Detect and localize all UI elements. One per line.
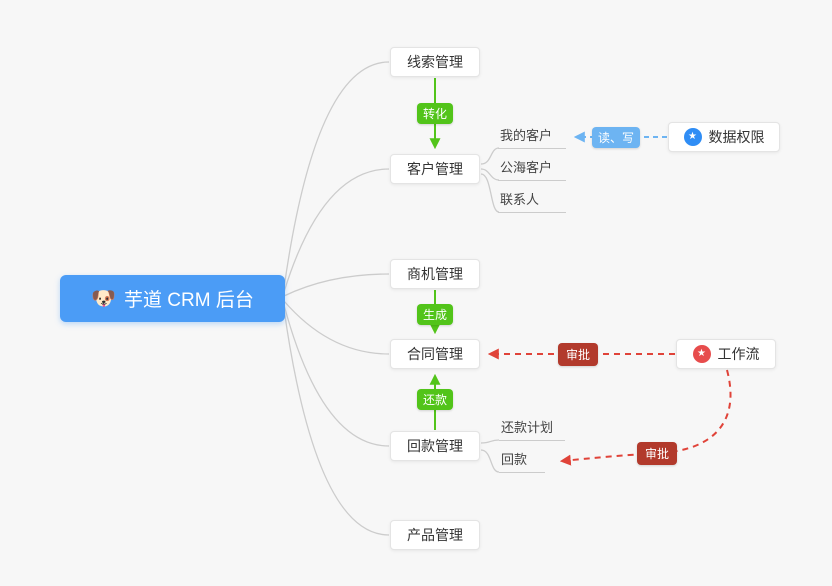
node-contract-management[interactable]: 合同管理 — [390, 339, 480, 369]
node-label: 数据权限 — [708, 129, 765, 145]
root-label: 芋道 CRM 后台 — [124, 290, 254, 311]
node-label: 商机管理 — [407, 266, 463, 282]
node-label: 合同管理 — [407, 346, 463, 362]
leaf-payment[interactable]: 回款 — [499, 451, 545, 473]
badge-repay: 还款 — [417, 389, 453, 410]
star-icon: ★ — [683, 128, 702, 146]
node-workflow[interactable]: ★ 工作流 — [676, 339, 776, 369]
node-label: 产品管理 — [407, 527, 463, 543]
node-label: 回款管理 — [407, 438, 463, 454]
leaf-public-pool-customers[interactable]: 公海客户 — [498, 159, 566, 181]
leaf-my-customers[interactable]: 我的客户 — [498, 127, 566, 149]
node-receivable-management[interactable]: 回款管理 — [390, 431, 480, 461]
badge-approve-contract: 审批 — [558, 343, 598, 366]
node-customer-management[interactable]: 客户管理 — [390, 154, 480, 184]
badge-generate: 生成 — [417, 304, 453, 325]
leaf-contacts[interactable]: 联系人 — [498, 191, 566, 213]
node-label: 工作流 — [717, 346, 760, 362]
star-icon: ★ — [692, 345, 711, 363]
node-product-management[interactable]: 产品管理 — [390, 520, 480, 550]
leaf-repayment-plan[interactable]: 还款计划 — [499, 419, 565, 441]
node-data-permission[interactable]: ★ 数据权限 — [668, 122, 780, 152]
root-node-crm-backend[interactable]: 🐶 芋道 CRM 后台 — [60, 275, 285, 322]
dog-emoji-icon: 🐶 — [91, 287, 117, 310]
badge-read-write: 读、写 — [592, 127, 640, 148]
node-lead-management[interactable]: 线索管理 — [390, 47, 480, 77]
node-label: 客户管理 — [407, 161, 463, 177]
badge-approve-payment: 审批 — [637, 442, 677, 465]
badge-convert: 转化 — [417, 103, 453, 124]
node-opportunity-management[interactable]: 商机管理 — [390, 259, 480, 289]
node-label: 线索管理 — [407, 54, 463, 70]
